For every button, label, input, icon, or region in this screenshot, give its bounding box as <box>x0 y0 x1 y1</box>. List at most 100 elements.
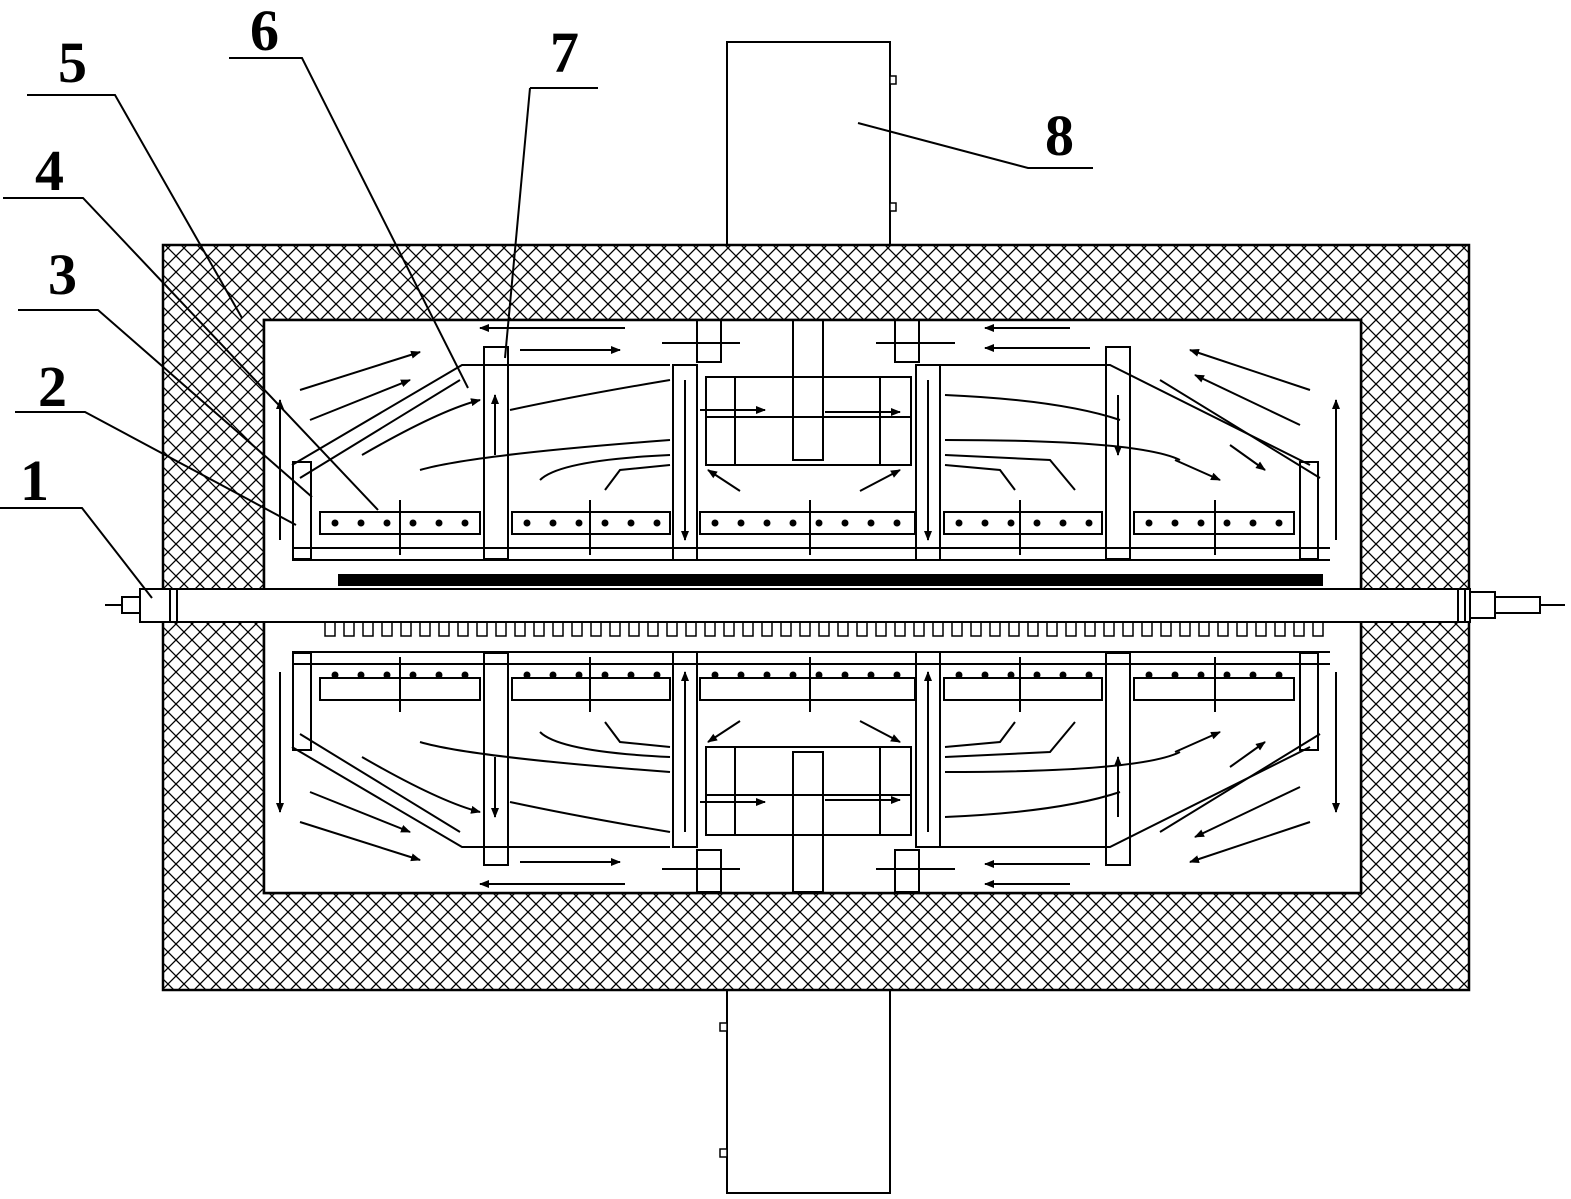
roller-tooth <box>419 621 431 637</box>
heater-dot <box>1275 519 1283 527</box>
roller-tooth <box>514 621 526 637</box>
roller-tooth <box>571 621 583 637</box>
roller-tooth <box>761 621 773 637</box>
heater-dot <box>1033 519 1041 527</box>
roller-tooth <box>704 621 716 637</box>
heater-dot <box>789 671 797 679</box>
roller-tooth <box>1027 621 1039 637</box>
leader-lines <box>0 57 1093 599</box>
roller-tooth <box>1198 621 1210 637</box>
label-6: 6 <box>250 0 279 63</box>
roller-tooth <box>1122 621 1134 637</box>
heater-dot <box>1249 671 1257 679</box>
heater-dot <box>331 671 339 679</box>
label-2: 2 <box>38 354 67 419</box>
heater-dot <box>1033 671 1041 679</box>
heater-dot <box>461 519 469 527</box>
roller-tooth <box>1046 621 1058 637</box>
roller-tooth <box>951 621 963 637</box>
heater-dot <box>1223 671 1231 679</box>
inner-structure-upper <box>276 319 1340 561</box>
heater-dot <box>981 519 989 527</box>
roller-tooth <box>609 621 621 637</box>
roller-tooth <box>913 621 925 637</box>
roller-tooth <box>324 621 336 637</box>
roller-tooth <box>799 621 811 637</box>
heater-dot <box>627 671 635 679</box>
roller-tooth <box>1160 621 1172 637</box>
roller-tooth <box>533 621 545 637</box>
label-8: 8 <box>1045 103 1074 168</box>
label-3: 3 <box>48 242 77 307</box>
roller-tooth <box>495 621 507 637</box>
roller-tooth <box>362 621 374 637</box>
heater-elements-upper <box>331 519 1283 527</box>
heater-dot <box>409 519 417 527</box>
roller-tooth <box>742 621 754 637</box>
heater-dot <box>955 671 963 679</box>
heater-dot <box>575 519 583 527</box>
roller-tooth <box>1293 621 1305 637</box>
heater-dot <box>435 519 443 527</box>
heater-dot <box>601 671 609 679</box>
heater-dot <box>1085 671 1093 679</box>
heater-dot <box>1249 519 1257 527</box>
heater-dot <box>1171 519 1179 527</box>
roller-tooth <box>552 621 564 637</box>
heater-dot <box>815 519 823 527</box>
heater-dot <box>1145 671 1153 679</box>
heater-dot <box>627 519 635 527</box>
heater-dot <box>1197 519 1205 527</box>
roller-tooth <box>1065 621 1077 637</box>
roller-tooth <box>837 621 849 637</box>
roller-tooth <box>1103 621 1115 637</box>
heater-dot <box>1059 519 1067 527</box>
heater-dot <box>737 671 745 679</box>
heater-dot <box>383 671 391 679</box>
roller-tooth <box>989 621 1001 637</box>
roller-tooth <box>666 621 678 637</box>
heater-dot <box>893 671 901 679</box>
roller-tooth <box>723 621 735 637</box>
shaft <box>105 588 1565 623</box>
heater-dot <box>653 671 661 679</box>
heater-dot <box>1007 671 1015 679</box>
heater-dot <box>409 671 417 679</box>
roller-tooth <box>1179 621 1191 637</box>
roller-tooth <box>590 621 602 637</box>
heater-dot <box>461 671 469 679</box>
heater-dot <box>763 519 771 527</box>
heater-dot <box>601 519 609 527</box>
roller-tooth <box>343 621 355 637</box>
heater-dot <box>1085 519 1093 527</box>
heater-dot <box>737 519 745 527</box>
heater-dot <box>1171 671 1179 679</box>
roller-tooth <box>780 621 792 637</box>
heater-dot <box>435 671 443 679</box>
heater-dot <box>867 671 875 679</box>
heater-dot <box>1223 519 1231 527</box>
heater-dot <box>575 671 583 679</box>
heater-dot <box>763 671 771 679</box>
part-labels: 1 2 3 4 5 6 7 8 <box>20 0 1074 513</box>
heater-dot <box>893 519 901 527</box>
roller-tooth <box>1236 621 1248 637</box>
roller-tooth <box>685 621 697 637</box>
label-1: 1 <box>20 448 49 513</box>
roller-tooth <box>856 621 868 637</box>
heater-dot <box>653 519 661 527</box>
roller-tooth <box>1084 621 1096 637</box>
heater-dot <box>711 519 719 527</box>
heater-dot <box>815 671 823 679</box>
heater-dot <box>523 519 531 527</box>
heater-dot <box>981 671 989 679</box>
heater-dot <box>383 519 391 527</box>
workpiece-plate <box>338 574 1323 586</box>
heater-dot <box>1059 671 1067 679</box>
heater-dot <box>1007 519 1015 527</box>
heater-dot <box>867 519 875 527</box>
heater-dot <box>789 519 797 527</box>
label-5: 5 <box>58 30 87 95</box>
roller-tooth <box>400 621 412 637</box>
